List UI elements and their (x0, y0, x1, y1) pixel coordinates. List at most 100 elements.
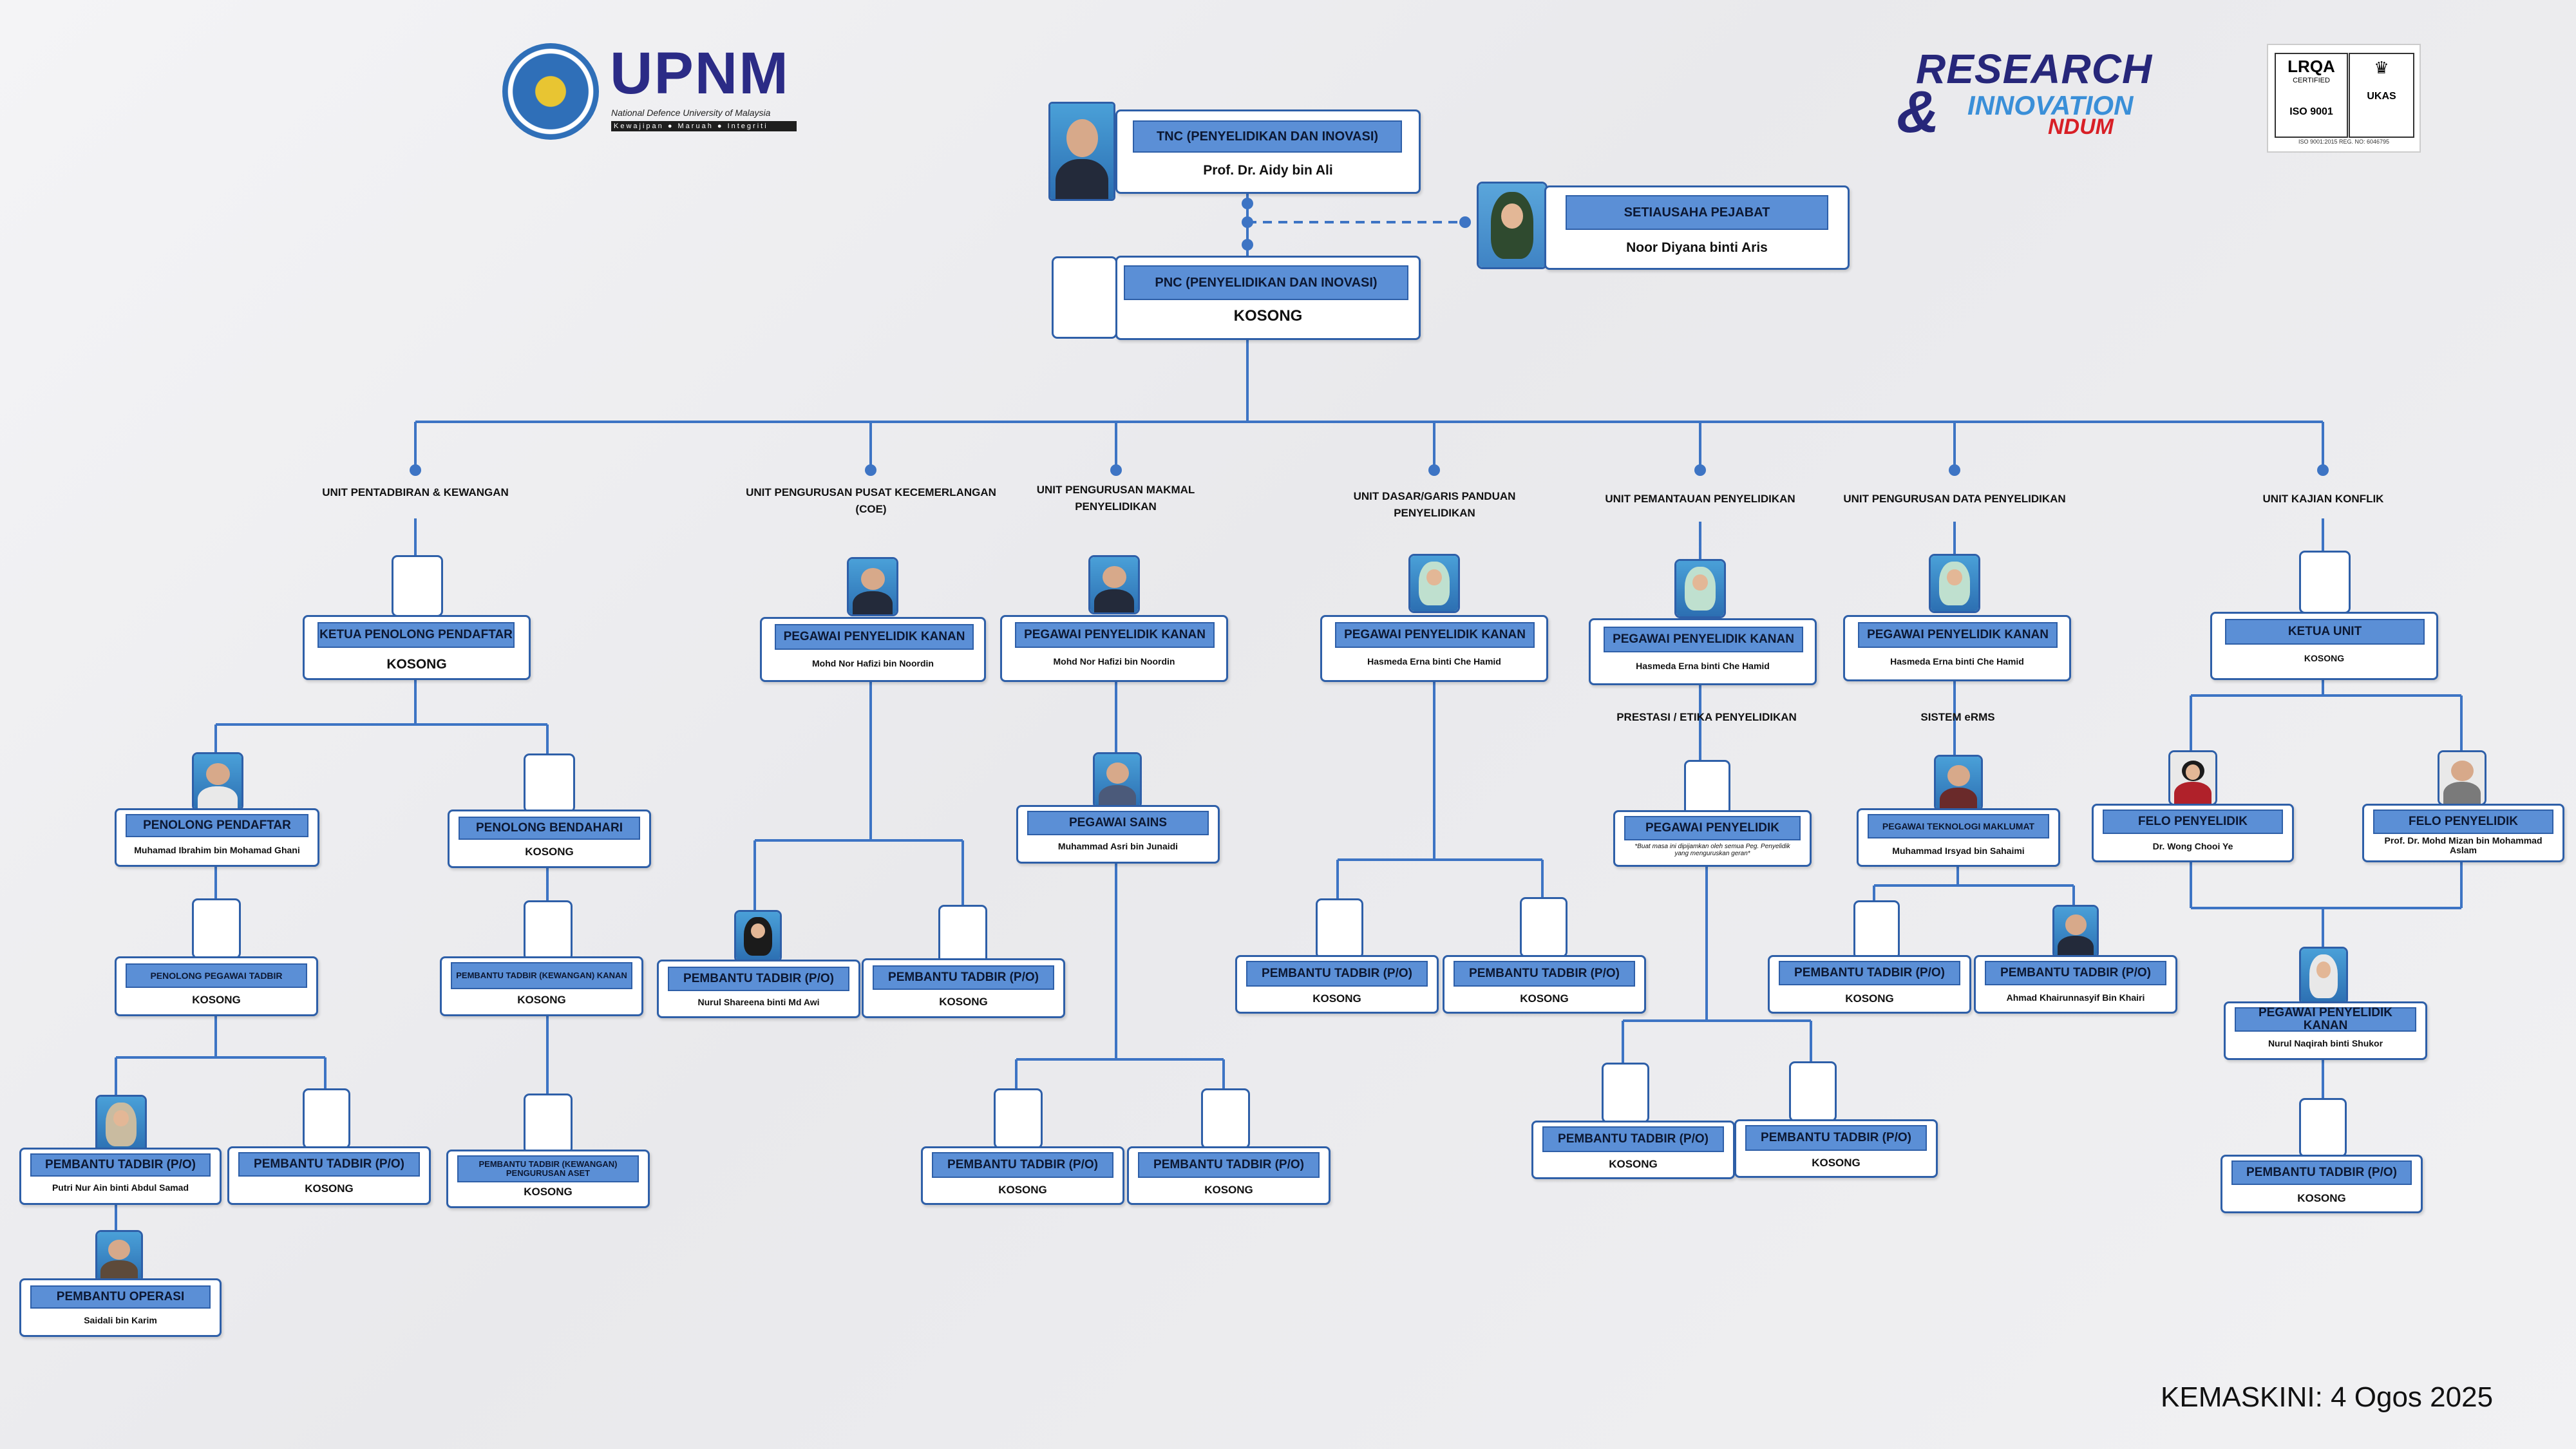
node-pantau-ppk: PEGAWAI PENYELIDIK KANAN Hasmeda Erna bi… (1589, 618, 1817, 685)
node-title: PEGAWAI SAINS (1027, 811, 1209, 835)
photo-placeholder (392, 555, 443, 617)
node-name: KOSONG (939, 996, 988, 1008)
node-name: Prof. Dr. Aidy bin Ali (1203, 163, 1333, 178)
research-logo-amp: & (1897, 79, 1940, 145)
node-title: PEMBANTU OPERASI (30, 1285, 211, 1309)
photo-placeholder (1684, 760, 1730, 815)
node-name: Hasmeda Erna binti Che Hamid (1367, 656, 1501, 667)
node-title: PEMBANTU TADBIR (P/O) (873, 965, 1054, 990)
node-title: PENOLONG PEGAWAI TADBIR (126, 963, 307, 988)
connector-dot (2317, 464, 2329, 476)
ukas-box: ♛ UKAS (2349, 53, 2414, 138)
ukas-text: UKAS (2367, 91, 2396, 102)
node-name: Muhamad Ibrahim bin Mohamad Ghani (134, 845, 300, 855)
node-title: FELO PENYELIDIK (2103, 810, 2283, 834)
node-pt-po-admin: PEMBANTU TADBIR (P/O) KOSONG (227, 1146, 431, 1205)
node-title: PEGAWAI TEKNOLOGI MAKLUMAT (1868, 814, 2049, 838)
connector-dot (1110, 464, 1122, 476)
node-title: PENOLONG BENDAHARI (459, 817, 640, 840)
subheading-erms: SISTEM eRMS (1920, 711, 1995, 723)
node-title: PEGAWAI PENYELIDIK KANAN (1858, 622, 2058, 648)
unit-label-data: UNIT PENGURUSAN DATA PENYELIDIKAN (1843, 493, 2066, 505)
node-makmal-ppk: PEGAWAI PENYELIDIK KANAN Mohd Nor Hafizi… (1000, 615, 1228, 682)
connector-dot (1242, 216, 1253, 228)
photo-data-ppk (1929, 554, 1980, 613)
node-pt-po-putri: PEMBANTU TADBIR (P/O) Putri Nur Ain bint… (19, 1148, 222, 1205)
node-name: KOSONG (1312, 992, 1361, 1005)
node-name: KOSONG (1204, 1184, 1253, 1196)
node-makmal-pt1: PEMBANTU TADBIR (P/O) KOSONG (921, 1146, 1124, 1205)
node-title: PEGAWAI PENYELIDIK KANAN (2235, 1007, 2416, 1032)
node-makmal-sains: PEGAWAI SAINS Muhammad Asri bin Junaidi (1016, 805, 1220, 864)
last-updated: KEMASKINI: 4 Ogos 2025 (2161, 1381, 2494, 1413)
node-dasar-pt1: PEMBANTU TADBIR (P/O) KOSONG (1235, 955, 1439, 1014)
crown-icon: ♛ (2374, 58, 2389, 77)
photo-pembantu-operasi (95, 1230, 143, 1283)
node-ketua-penolong-pendaftar: KETUA PENOLONG PENDAFTAR KOSONG (303, 615, 531, 680)
node-title: PEMBANTU TADBIR (P/O) (1246, 961, 1428, 987)
node-setiausaha: SETIAUSAHA PEJABAT Noor Diyana binti Ari… (1544, 185, 1850, 270)
photo-coe-pt-nurul (734, 910, 782, 963)
photo-placeholder (938, 905, 987, 965)
node-name: Nurul Naqirah binti Shukor (2268, 1038, 2383, 1048)
node-title: PEGAWAI PENYELIDIK KANAN (775, 624, 974, 650)
lrqa-certified: CERTIFIED (2293, 77, 2330, 84)
node-data-pt1: PEMBANTU TADBIR (P/O) KOSONG (1768, 955, 1971, 1014)
unit-label-dasar: UNIT DASAR/GARIS PANDUAN PENYELIDIKAN (1353, 490, 1516, 520)
node-data-ppk: PEGAWAI PENYELIDIK KANAN Hasmeda Erna bi… (1843, 615, 2071, 681)
node-pantau-pt1: PEMBANTU TADBIR (P/O) KOSONG (1531, 1121, 1735, 1179)
photo-penolong-pendaftar (192, 752, 243, 811)
node-penolong-pegawai-tadbir: PENOLONG PEGAWAI TADBIR KOSONG (115, 956, 318, 1016)
node-title: TNC (PENYELIDIKAN DAN INOVASI) (1133, 120, 1402, 153)
node-name: KOSONG (1812, 1157, 1861, 1169)
node-title: PEGAWAI PENYELIDIK (1624, 816, 1801, 840)
photo-placeholder (1789, 1061, 1837, 1122)
unit-label-pentadbiran: UNIT PENTADBIRAN & KEWANGAN (322, 486, 509, 498)
node-name: KOSONG (524, 1186, 573, 1198)
photo-placeholder (192, 898, 241, 959)
subheading-prestasi: PRESTASI / ETIKA PENYELIDIKAN (1616, 711, 1797, 723)
photo-placeholder-pnc (1052, 256, 1117, 339)
node-pantau-pt2: PEMBANTU TADBIR (P/O) KOSONG (1734, 1119, 1938, 1178)
node-makmal-pt2: PEMBANTU TADBIR (P/O) KOSONG (1127, 1146, 1331, 1205)
research-innovation-logo: RESEARCH & INNOVATION NDUM (1897, 45, 2154, 148)
connector-dot (1694, 464, 1706, 476)
node-name: KOSONG (1845, 992, 1894, 1005)
node-name: KOSONG (1609, 1158, 1658, 1170)
photo-pt-putri (95, 1095, 147, 1154)
node-name: KOSONG (998, 1184, 1047, 1196)
photo-konflik-felo2 (2438, 750, 2486, 806)
lrqa-text: LRQA (2287, 57, 2335, 76)
node-pembantu-tadbir-kewangan-kanan: PEMBANTU TADBIR (KEWANGAN) KANAN KOSONG (440, 956, 643, 1016)
node-title: PEMBANTU TADBIR (P/O) (1542, 1126, 1724, 1152)
upnm-motto: Kewajipan ● Maruah ● Integriti (611, 121, 797, 131)
node-name: Nurul Shareena binti Md Awi (697, 997, 820, 1007)
photo-placeholder (2299, 551, 2351, 614)
photo-konflik-felo1 (2168, 750, 2217, 806)
photo-placeholder (1520, 897, 1567, 958)
node-name: Prof. Dr. Mohd Mizan bin Mohammad Aslam (2384, 835, 2543, 856)
node-name: Hasmeda Erna binti Che Hamid (1890, 656, 2024, 667)
node-tnc: TNC (PENYELIDIKAN DAN INOVASI) Prof. Dr.… (1115, 109, 1421, 194)
photo-placeholder (524, 900, 573, 961)
connector-dot (1428, 464, 1440, 476)
node-name: Dr. Wong Chooi Ye (2152, 841, 2233, 851)
research-logo-line3: NDUM (2048, 115, 2114, 139)
node-name: KOSONG (1233, 307, 1303, 325)
node-name: Putri Nur Ain binti Abdul Samad (52, 1182, 189, 1193)
photo-coe-ppk (847, 557, 898, 616)
photo-placeholder (994, 1088, 1043, 1149)
photo-data-ptm (1934, 755, 1983, 811)
photo-dasar-ppk (1408, 554, 1460, 613)
node-title: FELO PENYELIDIK (2373, 810, 2553, 834)
node-name: Mohd Nor Hafizi bin Noordin (1053, 656, 1175, 667)
unit-label-pemantauan: UNIT PEMANTAUAN PENYELIDIKAN (1605, 493, 1795, 505)
node-name: KOSONG (305, 1182, 354, 1195)
node-title: PEMBANTU TADBIR (P/O) (932, 1152, 1113, 1178)
node-title: PEGAWAI PENYELIDIK KANAN (1335, 622, 1535, 648)
node-penolong-pendaftar: PENOLONG PENDAFTAR Muhamad Ibrahim bin M… (115, 808, 319, 867)
node-title: PEMBANTU TADBIR (P/O) (238, 1152, 420, 1177)
photo-placeholder (1853, 900, 1900, 960)
iso-text: ISO 9001 (2289, 106, 2333, 117)
